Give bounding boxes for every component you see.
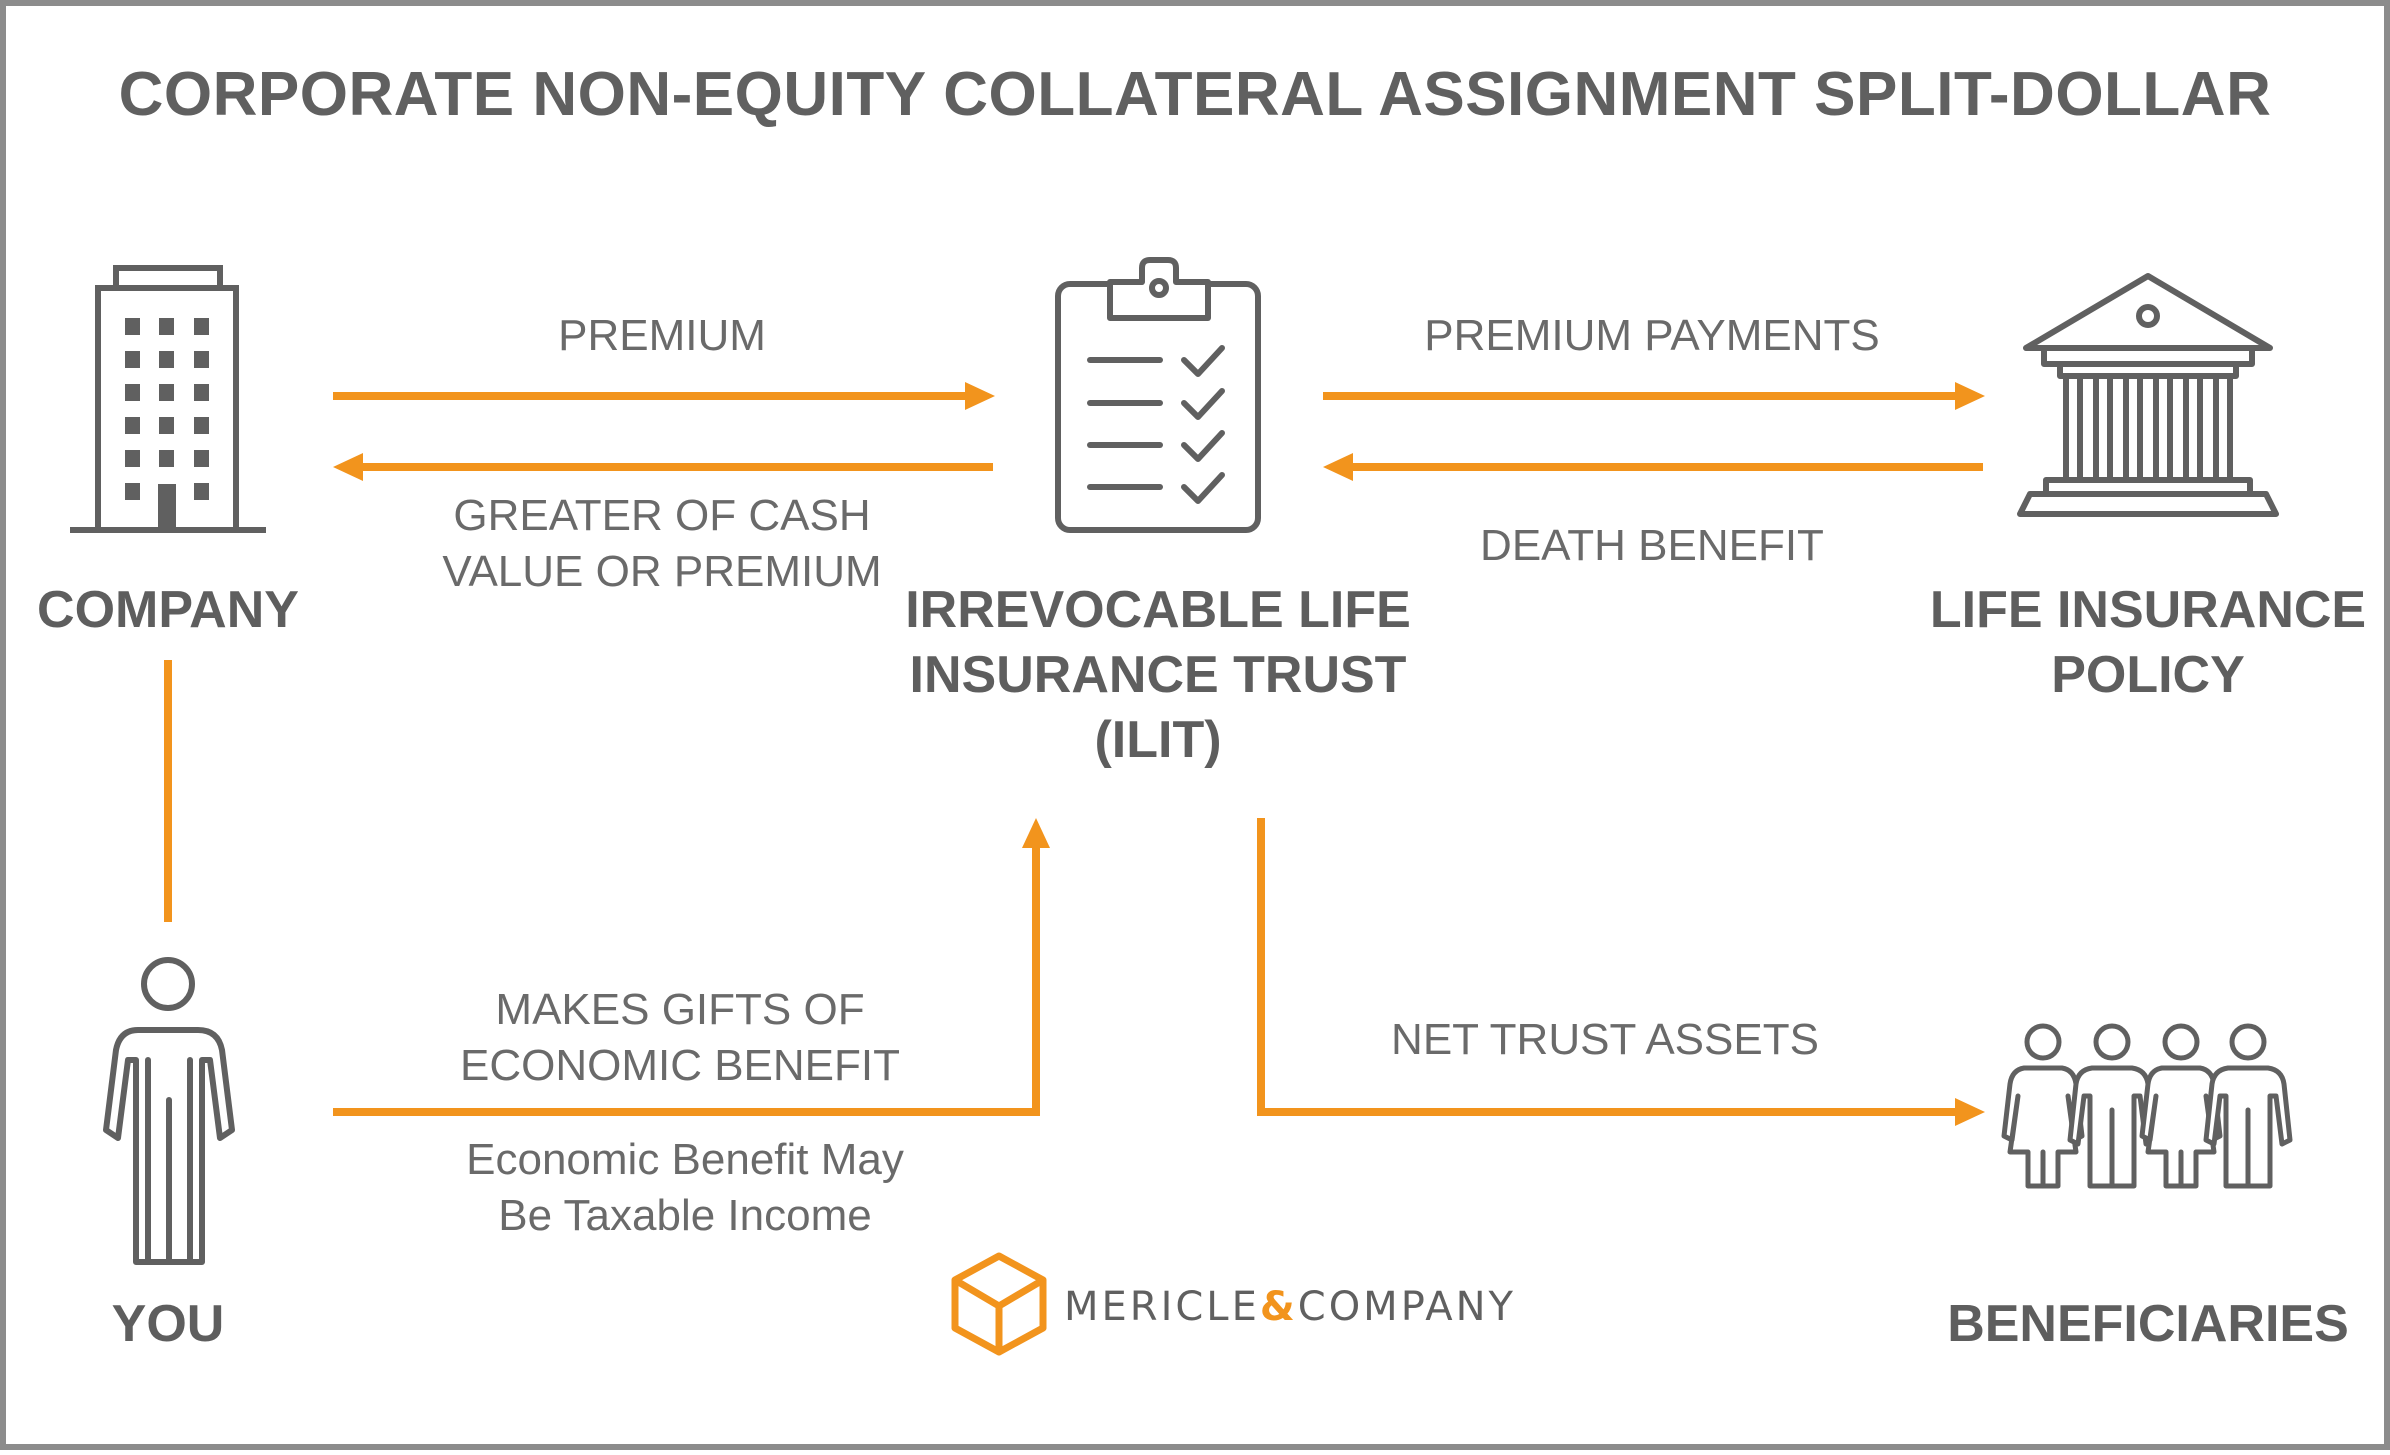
node-label-ilit-line3: (ILIT) <box>1094 711 1222 769</box>
flow-label-net-trust-assets: NET TRUST ASSETS <box>1391 1015 1819 1064</box>
node-label-ilit-line2: INSURANCE TRUST <box>909 646 1407 704</box>
note-taxable-line1: Economic Benefit May <box>466 1135 904 1184</box>
page-title: CORPORATE NON-EQUITY COLLATERAL ASSIGNME… <box>118 60 2272 129</box>
person-icon <box>103 957 235 1265</box>
office-building-icon <box>70 265 266 533</box>
flow-label-premium-payments: PREMIUM PAYMENTS <box>1424 311 1880 360</box>
clipboard-checklist-icon <box>1055 257 1261 533</box>
node-label-you: YOU <box>111 1295 225 1353</box>
node-label-company: COMPANY <box>37 581 299 639</box>
flow-label-death-benefit: DEATH BENEFIT <box>1480 521 1824 570</box>
flow-label-greater-line1: GREATER OF CASH <box>453 491 871 540</box>
node-label-policy-line2: POLICY <box>2051 646 2245 704</box>
bank-building-icon <box>2017 273 2279 517</box>
arrow-net-trust-assets <box>1257 818 1985 1126</box>
arrow-makes-gifts <box>333 818 1050 1116</box>
flow-label-gifts-line1: MAKES GIFTS OF <box>495 985 865 1034</box>
flow-label-premium: PREMIUM <box>558 311 766 360</box>
note-taxable-line2: Be Taxable Income <box>498 1191 872 1240</box>
brand-name-part2: COMPANY <box>1297 1284 1516 1330</box>
brand-ampersand: & <box>1259 1284 1298 1330</box>
logo-cube-icon <box>951 1252 1047 1356</box>
brand-logo-text: MERICLE&COMPANY <box>1064 1282 1516 1332</box>
family-group-icon <box>2001 1023 2293 1189</box>
arrow-greater-of-cash-value <box>333 453 993 481</box>
arrow-premium-payments <box>1323 382 1985 410</box>
node-label-ilit-line1: IRREVOCABLE LIFE <box>905 581 1411 639</box>
node-label-beneficiaries: BENEFICIARIES <box>1947 1295 2349 1353</box>
flow-label-gifts-line2: ECONOMIC BENEFIT <box>459 1041 901 1090</box>
arrow-premium <box>333 382 995 410</box>
node-label-policy-line1: LIFE INSURANCE <box>1929 581 2367 639</box>
arrow-death-benefit <box>1323 453 1983 481</box>
brand-name-part1: MERICLE <box>1064 1284 1260 1330</box>
flow-label-greater-line2: VALUE OR PREMIUM <box>442 547 882 596</box>
